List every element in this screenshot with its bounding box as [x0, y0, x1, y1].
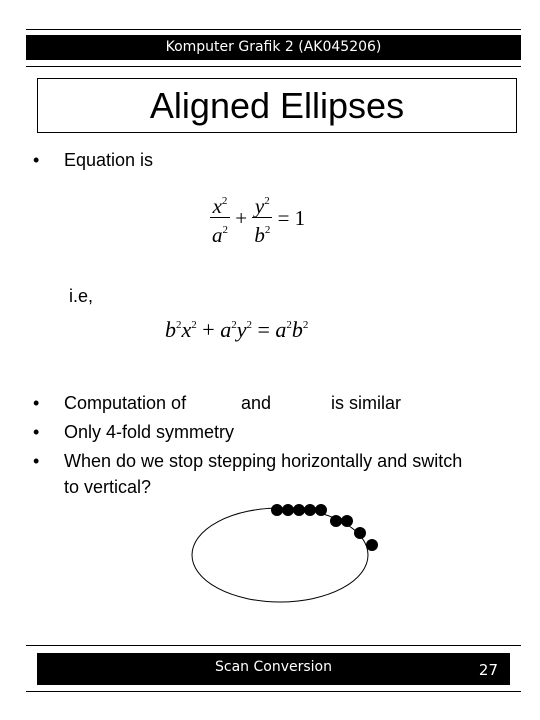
pixel-dot — [341, 515, 353, 527]
footer-bottom-rule — [26, 691, 521, 692]
page-number: 27 — [478, 661, 498, 679]
pixel-dot — [354, 527, 366, 539]
footer-label: Scan Conversion — [215, 659, 332, 675]
stepping-text-line2: to vertical? — [64, 477, 152, 497]
pixel-dot — [293, 504, 305, 516]
bullet-dot: • — [33, 451, 40, 471]
header-top-rule — [26, 29, 521, 30]
ellipse-diagram — [191, 504, 378, 603]
header-bottom-rule — [26, 66, 521, 67]
computation-text-c: is similar — [331, 393, 401, 413]
course-header: Komputer Grafik 2 (AK045206) — [26, 35, 521, 60]
ie-text: i.e, — [69, 286, 94, 306]
pixel-dots — [271, 504, 378, 551]
slide-title-box: Aligned Ellipses — [37, 78, 517, 133]
ellipse-equation-expanded: b2x2 + a2y2 = a2b2 — [165, 317, 309, 342]
bullet-dot: • — [33, 150, 40, 170]
pixel-dot — [304, 504, 316, 516]
symmetry-text: Only 4-fold symmetry — [64, 422, 235, 442]
footer-bar: Scan Conversion 27 — [37, 653, 510, 685]
pixel-dot — [315, 504, 327, 516]
pixel-dot — [271, 504, 283, 516]
plus-sign: + — [235, 206, 248, 230]
equals-one: = 1 — [277, 206, 306, 230]
stepping-text-line1: When do we stop stepping horizontally an… — [64, 451, 463, 471]
x-over-a-fraction: x2 a2 — [210, 190, 230, 247]
y-over-b-fraction: y2 b2 — [252, 190, 273, 247]
pixel-dot — [366, 539, 378, 551]
equation-intro-text: Equation is — [64, 150, 154, 170]
computation-text-a: Computation of — [64, 393, 187, 413]
pixel-dot — [282, 504, 294, 516]
bullet-dot: • — [33, 422, 40, 442]
pixel-dot — [330, 515, 342, 527]
computation-text-b: and — [241, 393, 272, 413]
bullet-dot: • — [33, 393, 40, 413]
course-title: Komputer Grafik 2 (AK045206) — [165, 39, 382, 55]
footer-top-rule — [26, 645, 521, 646]
slide-title: Aligned Ellipses — [149, 84, 405, 126]
ellipse-equation-fraction: x2 a2 + y2 b2 = 1 — [210, 190, 305, 247]
